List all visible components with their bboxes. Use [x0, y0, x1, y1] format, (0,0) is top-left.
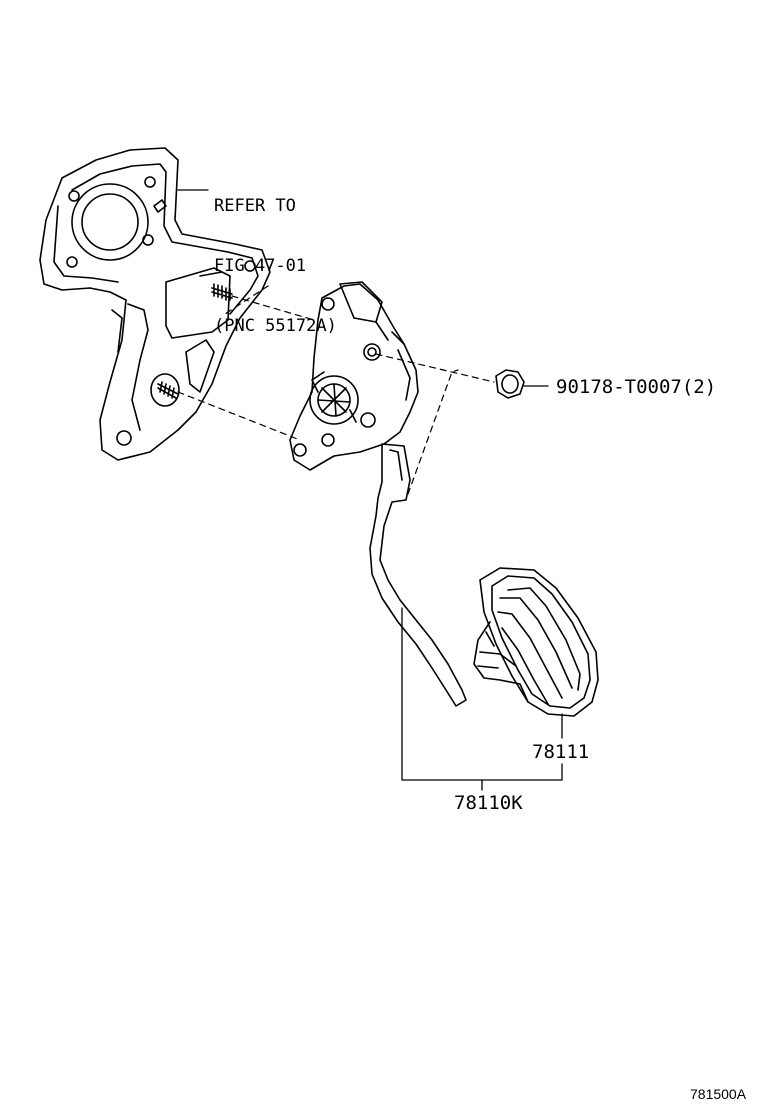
pedal-pad	[473, 567, 599, 717]
pedal-arm	[369, 443, 467, 707]
part-label-nut: 90178-T0007(2)	[556, 376, 717, 398]
mounting-stud-upper	[211, 283, 233, 301]
part-label-pad: 78111	[532, 741, 590, 763]
refer-line-2: FIG 47-01	[214, 256, 307, 276]
mounting-stud-lower	[157, 381, 179, 399]
refer-line-3: (PNC 55172A)	[214, 316, 337, 336]
refer-line-1: REFER TO	[214, 196, 296, 216]
leader-lines	[177, 189, 563, 791]
refer-to-label: REFER TO FIG 47-01 (PNC 55172A)	[214, 156, 337, 356]
flange-nut	[495, 369, 525, 399]
mounting-bracket	[39, 147, 271, 461]
alignment-lines	[177, 285, 495, 495]
part-label-assembly: 78110K	[454, 792, 523, 814]
figure-code: 781500A	[690, 1086, 747, 1102]
